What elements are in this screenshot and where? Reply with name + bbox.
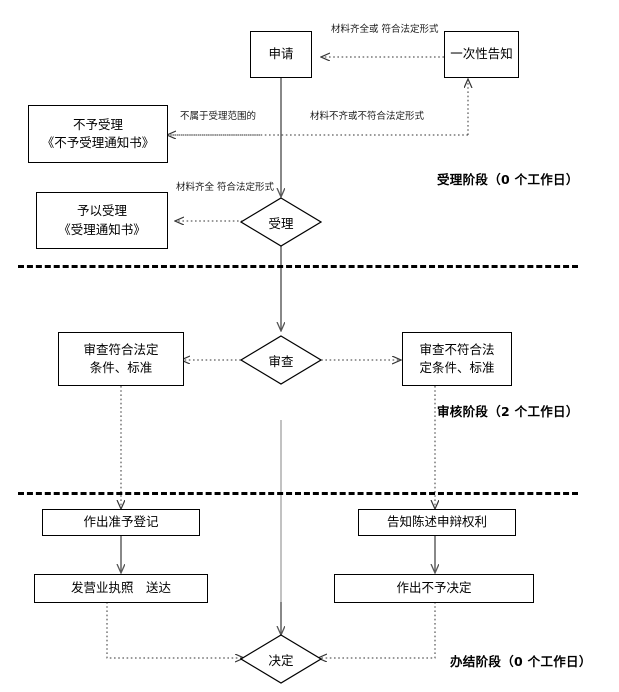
diamond-shape [240, 197, 322, 247]
stage-label-shouli: 受理阶段（0 个工作日） [437, 172, 579, 187]
diamond-shape [240, 634, 322, 684]
stage-label-shenhe: 审核阶段（2 个工作日） [437, 404, 579, 419]
node-gaozhi-chenshu-shenbian[interactable]: 告知陈述申辩权利 [358, 509, 516, 536]
node-yuyishouli-line1: 予以受理 [76, 203, 127, 219]
node-zuochu-buyu-jueding-label: 作出不予决定 [396, 580, 472, 596]
node-buyushouli-line1: 不予受理 [72, 116, 123, 132]
node-shencha-bufuhe-line2: 定条件、标准 [419, 360, 495, 375]
node-yuyishouli-line2: 《受理通知书》 [58, 221, 146, 237]
node-shenqing[interactable]: 申请 [250, 31, 312, 78]
node-buyushouli-line2: 《不予受理通知书》 [41, 135, 155, 150]
edge-label-cailiao-qiquan: 材料齐全 符合法定形式 [176, 182, 275, 195]
edge-label-line2: 符合法定形式 [381, 24, 439, 35]
node-jueding[interactable]: 决定 [240, 634, 322, 684]
edge-label-line1: 材料齐全或 [331, 24, 379, 35]
node-zuochu-zhunyu-dengji[interactable]: 作出准予登记 [42, 509, 200, 536]
node-shouli-label: 受理 [268, 215, 294, 231]
node-shencha-bufuhe-line1: 审查不符合法 [419, 341, 495, 357]
node-fa-yingye-zhizhao-label: 发营业执照 送达 [70, 580, 171, 596]
node-gaozhi-chenshu-shenbian-label: 告知陈述申辩权利 [386, 514, 487, 530]
node-zuochu-zhunyu-dengji-label: 作出准予登记 [83, 514, 159, 530]
diamond-shape [240, 335, 322, 385]
edge-label-line2: 符合法定形式 [217, 182, 275, 193]
node-shencha-fuhe-line2: 条件、标准 [89, 360, 153, 375]
stage-divider-shenhe [18, 492, 578, 495]
edge-label-line1: 材料齐全 [176, 182, 215, 193]
edge-label-text: 不属于受理范围的 [180, 111, 257, 122]
node-shencha[interactable]: 审查 [240, 335, 322, 385]
edge-label-text: 材料不齐或不符合法定形式 [310, 111, 425, 122]
node-shencha-fuhe-line1: 审查符合法定 [83, 341, 159, 357]
node-buyushouli[interactable]: 不予受理 《不予受理通知书》 [28, 105, 168, 163]
stage-label-banjie: 办结阶段（0 个工作日） [450, 654, 592, 669]
node-fa-yingye-zhizhao[interactable]: 发营业执照 送达 [34, 574, 208, 603]
node-shencha-fuhe[interactable]: 审查符合法定 条件、标准 [58, 332, 184, 386]
stage-divider-shouli [18, 265, 578, 268]
node-yuyishouli[interactable]: 予以受理 《受理通知书》 [36, 192, 168, 249]
edge-label-cailiao-buqi: 材料不齐或不符合法定形式 [310, 111, 424, 124]
node-shouli[interactable]: 受理 [240, 197, 322, 247]
node-shencha-bufuhe[interactable]: 审查不符合法 定条件、标准 [402, 332, 512, 386]
node-shencha-label: 审查 [268, 353, 294, 369]
node-yicixing-gaozhi[interactable]: 一次性告知 [444, 31, 519, 78]
edge-label-cailiao-qiquan-huo: 材料齐全或 符合法定形式 [331, 24, 439, 37]
node-yicixing-gaozhi-label: 一次性告知 [450, 46, 513, 62]
node-shenqing-label: 申请 [268, 46, 294, 62]
node-zuochu-buyu-jueding[interactable]: 作出不予决定 [334, 574, 534, 603]
edge-label-bushuyu-shouli-fanwei: 不属于受理范围的 [180, 111, 256, 124]
node-jueding-label: 决定 [268, 652, 294, 668]
